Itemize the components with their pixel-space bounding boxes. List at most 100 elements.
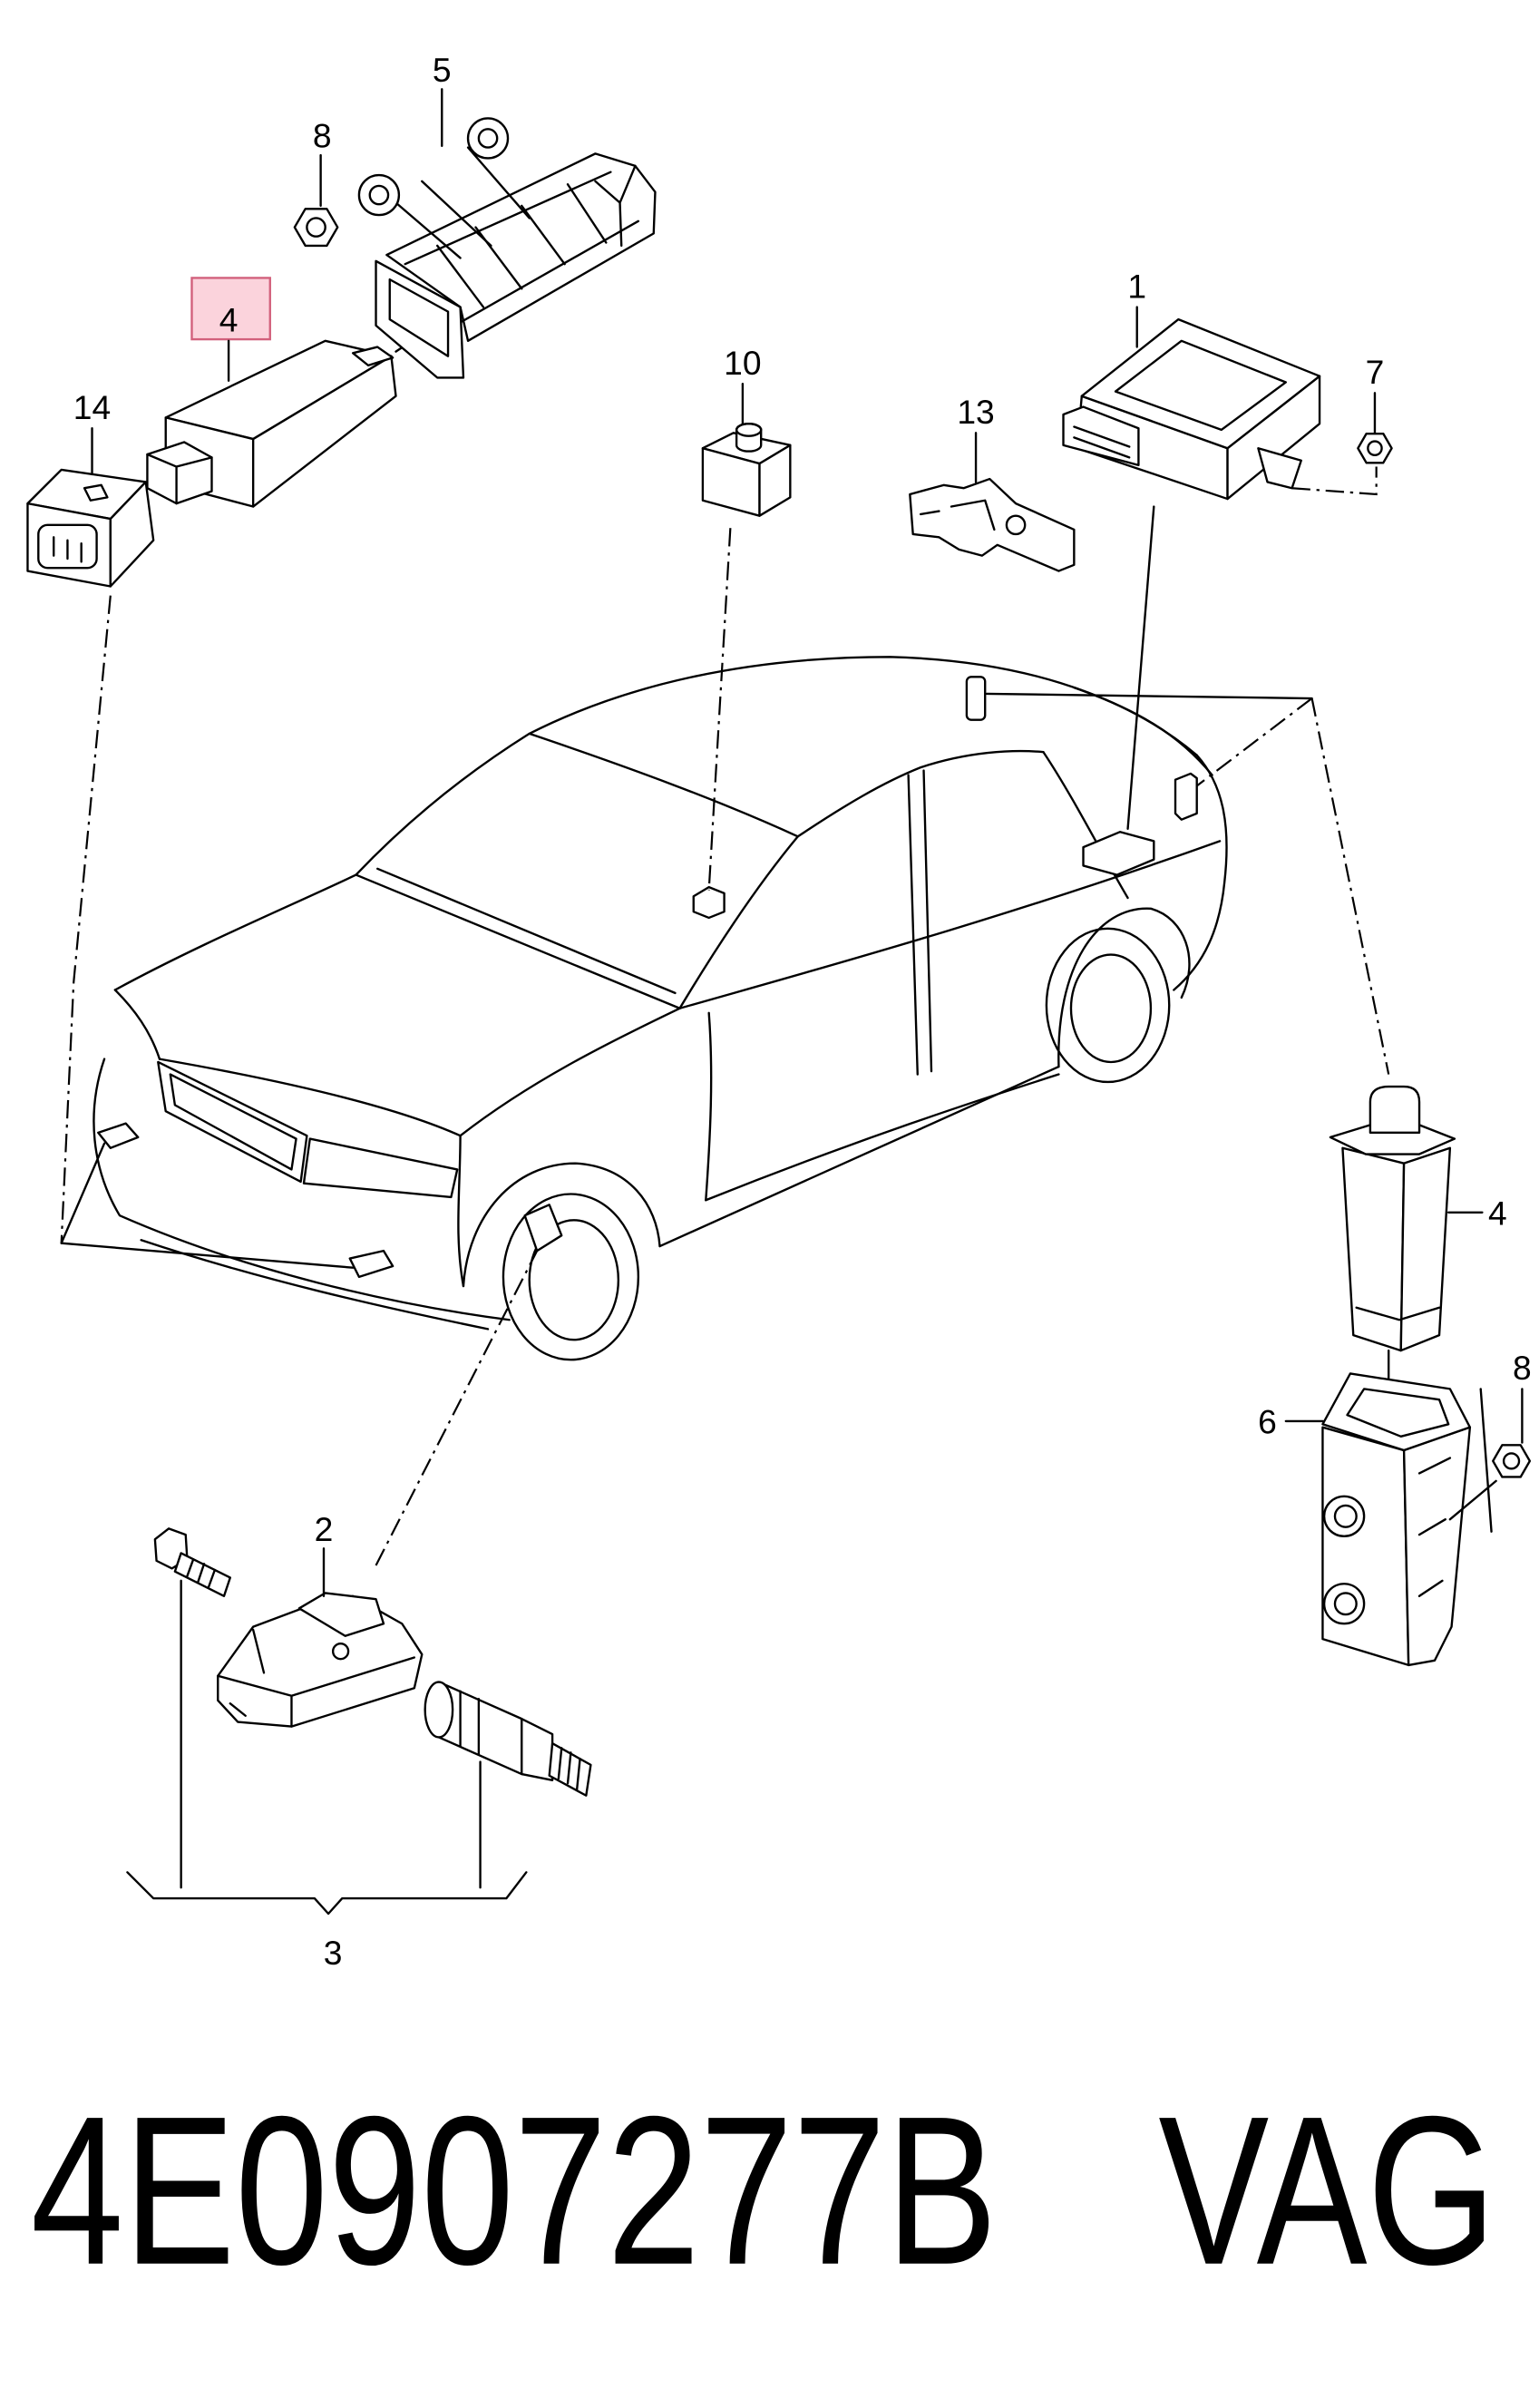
front-bumper — [93, 1058, 511, 1321]
callout-5: 5 — [433, 51, 452, 148]
windshield-inner — [376, 867, 677, 995]
module-bottom-cap — [1355, 1306, 1441, 1321]
part-10-antenna — [701, 422, 792, 517]
part-8-nut-right — [1492, 1444, 1532, 1478]
connector-socket — [37, 523, 98, 570]
holder-mount-hole-1 — [1322, 1495, 1366, 1537]
car-trunk-line — [1073, 686, 1213, 776]
valve-stem-threads — [557, 1747, 581, 1791]
part-number: 4E0907277B — [31, 2073, 998, 2309]
callout-4-highlighted: 4 — [190, 277, 271, 382]
module-plug-face — [146, 453, 213, 505]
bracket-grommet-1-hole — [368, 184, 390, 206]
car-body — [93, 656, 1228, 1361]
module-plug — [146, 441, 213, 505]
kit-bracket — [126, 1871, 528, 1916]
beltline — [678, 840, 1222, 1009]
clip-fold — [919, 499, 996, 531]
hood-left-edge — [113, 873, 357, 991]
bracket-end-frame — [375, 259, 465, 379]
bracket-end-wall — [594, 164, 637, 248]
bracket-grommet-1 — [357, 173, 401, 217]
callout-label: 10 — [724, 344, 761, 382]
brand: VAG — [1158, 2073, 1495, 2309]
antenna-junction-line-1 — [985, 692, 1313, 700]
valve-stem-nut — [521, 1717, 554, 1782]
holder-ribs — [1417, 1457, 1452, 1597]
module-plug — [1369, 1085, 1421, 1135]
bracket-crossbar-1 — [436, 244, 485, 308]
bracket-arm-1 — [394, 201, 462, 259]
rear-antenna-sensor — [1174, 772, 1198, 821]
callout-label: 7 — [1366, 353, 1385, 391]
front-wheel-rim — [528, 1219, 620, 1341]
rear-wheel — [1045, 927, 1171, 1084]
bracket-inner-rail-2 — [459, 219, 640, 324]
grille-outer — [157, 1060, 308, 1184]
control-unit-tab-dashline — [1291, 466, 1378, 496]
callout-label: 3 — [324, 1934, 343, 1972]
callout-label: 1 — [1127, 267, 1146, 305]
callout-7: 7 — [1366, 353, 1385, 434]
part2-to-car-dashline — [375, 1250, 539, 1566]
bumper-left-sensor — [97, 1122, 140, 1149]
caption: 4E0907277B VAG — [31, 2073, 1496, 2309]
control-unit-top-face — [1080, 317, 1321, 450]
hex-nut-hole — [306, 217, 326, 238]
callout-label: 13 — [957, 393, 994, 431]
car-roof-outline — [355, 656, 1198, 876]
car-mounted-sensors — [97, 676, 1198, 1279]
part-6-holder — [1321, 1372, 1497, 1667]
holder-body-side — [1402, 1426, 1472, 1667]
connector-to-bumper-dashline — [60, 595, 112, 1243]
callout-4-right: 4 — [1446, 1194, 1507, 1232]
valve-stem-grooves — [459, 1690, 481, 1756]
callout-13: 13 — [957, 393, 995, 483]
bracket-grommet-2 — [466, 117, 510, 160]
valve-stem — [424, 1681, 592, 1797]
module-side-face — [251, 355, 397, 508]
connector-side-face — [109, 481, 155, 588]
valve-stem-base — [424, 1681, 454, 1739]
screw-shank — [173, 1552, 231, 1597]
callout-1: 1 — [1127, 267, 1146, 348]
clip-hole — [1005, 514, 1027, 536]
control-unit-connector-slots — [1073, 425, 1131, 459]
bracket-arm-2 — [421, 180, 492, 248]
hex-nut-hole — [1502, 1452, 1521, 1470]
part-1-control-unit — [1062, 317, 1321, 501]
callout-label: 5 — [433, 51, 452, 89]
front-fender-side — [457, 1135, 465, 1288]
callout-label: 2 — [315, 1510, 334, 1548]
bracket-crossbar-4 — [566, 183, 608, 244]
front-bumper-lower — [140, 1239, 490, 1331]
callout-2: 2 — [315, 1510, 334, 1597]
door-bottom-line — [705, 1073, 1060, 1202]
b-pillar-front — [907, 774, 919, 1076]
side-window-top — [796, 749, 1045, 838]
hood-corner — [113, 989, 161, 1060]
hex-nut-icon — [293, 208, 339, 248]
part10-to-car-dashline — [707, 528, 732, 891]
front-door-edge — [705, 1011, 713, 1202]
antenna-side-face — [758, 444, 792, 517]
callouts: 5 8 4 14 10 13 1 7 — [73, 51, 1532, 1972]
rear-wheel-arch — [1057, 907, 1191, 1068]
part-5-bracket — [357, 117, 657, 379]
sensor-foot-detail — [229, 1628, 266, 1717]
part-3-kit-bracket — [126, 1579, 528, 1916]
callout-label: 8 — [1513, 1349, 1532, 1387]
windshield-top — [528, 732, 799, 838]
holder-mount-hole-2 — [1322, 1583, 1366, 1625]
front-fender-top — [459, 1007, 681, 1137]
callout-highlight-box — [190, 277, 271, 341]
bracket-crossbar-3 — [521, 204, 566, 266]
screw-threads — [186, 1557, 217, 1588]
holder-top-frame — [1321, 1372, 1472, 1452]
control-unit-to-car-line — [1126, 505, 1155, 831]
a-pillar — [678, 835, 799, 1009]
sensor-body-edges — [217, 1656, 416, 1728]
headlight — [302, 1137, 459, 1199]
antenna-knob — [735, 422, 763, 453]
junction-to-part4-dashline — [1310, 697, 1390, 1075]
